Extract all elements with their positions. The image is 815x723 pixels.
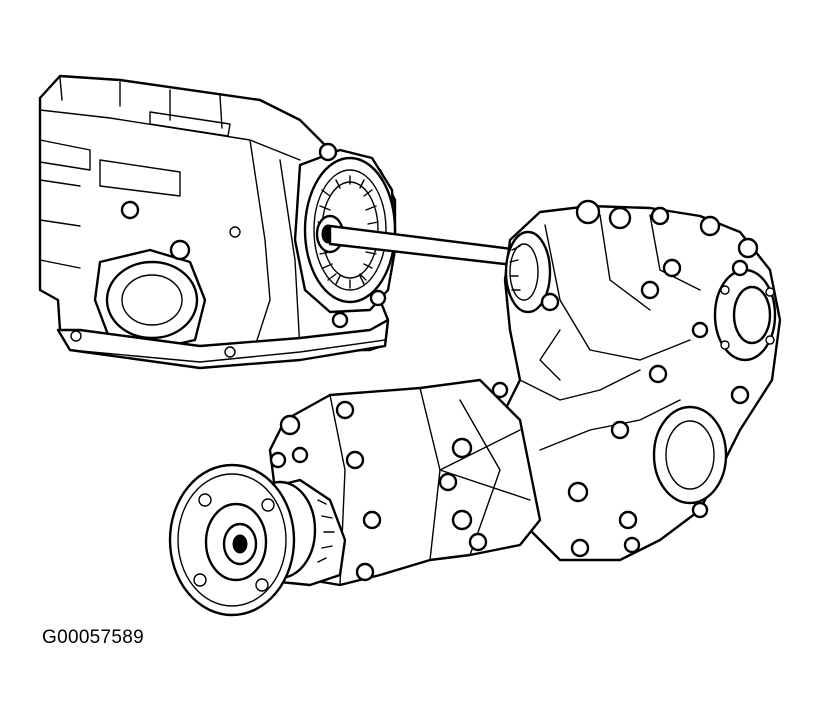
- output-flange: [168, 463, 296, 617]
- transfer-case: [478, 199, 782, 562]
- front-output-housing: [236, 378, 542, 587]
- transmission: [38, 74, 397, 370]
- figure-id-label: G00057589: [42, 627, 145, 648]
